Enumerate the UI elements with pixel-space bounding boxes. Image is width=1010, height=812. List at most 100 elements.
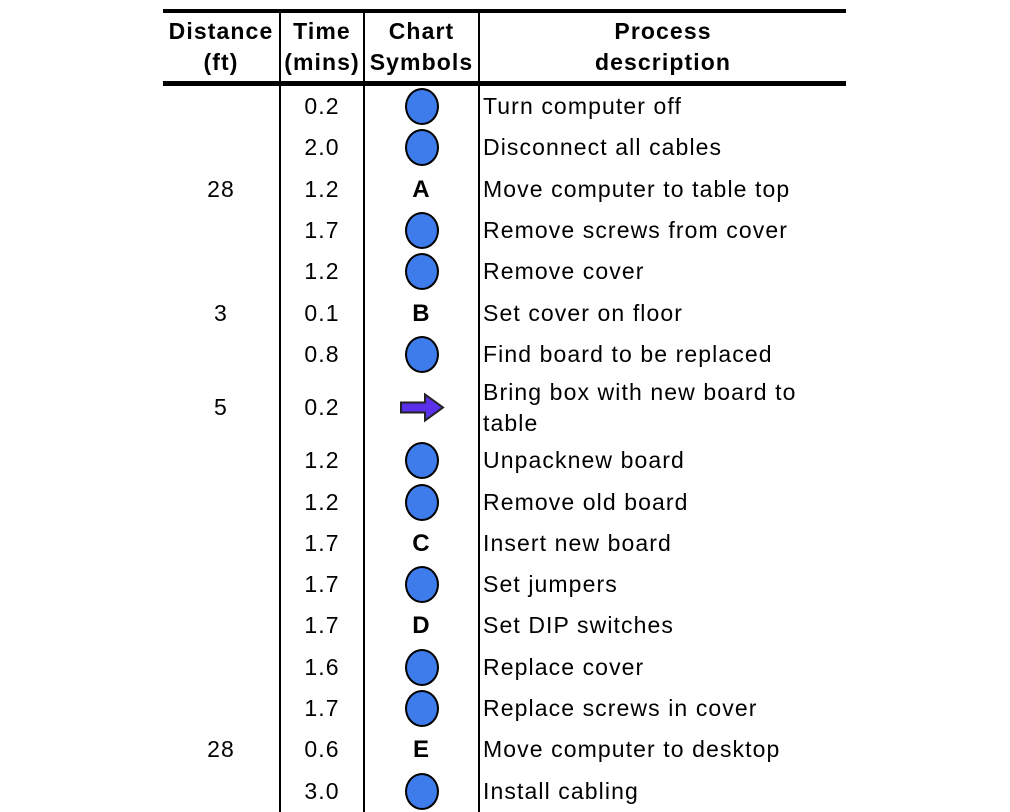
header-distance-line2: (ft) [203,49,239,75]
distance-cell [163,127,281,169]
symbol-letter: E [412,736,431,764]
description-cell: Turn computer off [483,93,682,120]
symbol-cell [365,563,480,606]
symbol-cell [365,333,480,376]
distance-cell [163,770,281,812]
table-row: 0.2 Turn computer off [163,86,846,128]
description-cell: Set jumpers [483,571,618,598]
header-process-description-line1: Process [614,18,712,44]
table-row: 1.7 Replace screws in cover [163,687,846,730]
header-process-description: Process description [480,13,846,81]
symbol-letter: D [412,612,431,640]
operation-circle-icon [404,88,439,126]
header-chart-symbols: Chart Symbols [365,13,480,81]
symbol-letter: A [412,175,431,203]
description-cell: Set DIP switches [483,612,675,639]
description-cell: Find board to be replaced [483,340,773,367]
distance-cell [163,209,281,252]
header-distance-line1: Distance [168,18,274,44]
operation-circle-icon [404,648,439,686]
flow-process-chart: Distance (ft) Time (mins) Chart Symbols … [163,9,846,812]
description-cell: Insert new board [483,529,672,556]
table-row: 28 1.2 A Move computer to table top [163,168,846,210]
description-cell: Move computer to table top [483,175,791,202]
time-cell: 1.2 [281,251,365,293]
time-cell: 1.2 [281,481,365,523]
distance-cell [163,522,281,564]
symbol-cell [365,481,480,523]
description-cell: Replace cover [483,653,645,680]
distance-cell [163,86,281,128]
time-cell: 1.7 [281,209,365,252]
description-cell: Remove cover [483,258,645,285]
symbol-cell [365,209,480,252]
table-row: 1.6 Replace cover [163,646,846,688]
table-row: 1.2 Unpacknew board [163,440,846,482]
time-cell: 1.6 [281,646,365,688]
description-cell: Move computer to desktop [483,736,781,763]
distance-cell [163,251,281,293]
operation-circle-icon [404,442,439,480]
table-row: 1.2 Remove old board [163,481,846,523]
time-cell: 1.7 [281,563,365,606]
description-cell: Remove old board [483,488,689,515]
distance-cell [163,563,281,606]
table-row: 1.7 C Insert new board [163,522,846,564]
description-cell: Disconnect all cables [483,134,723,161]
time-cell: 0.2 [281,86,365,128]
description-cell: Bring box with new board to table [483,378,797,436]
distance-cell [163,687,281,730]
table-header-row: Distance (ft) Time (mins) Chart Symbols … [163,9,846,86]
header-time-line2: (mins) [284,49,360,75]
description-cell: Unpacknew board [483,447,685,474]
symbol-letter: C [412,529,431,557]
header-chart-symbols-line1: Chart [388,18,455,44]
header-time-line1: Time [293,18,351,44]
distance-cell: 3 [163,292,281,334]
symbol-cell [365,646,480,688]
symbol-cell: A [365,168,480,210]
time-cell: 3.0 [281,770,365,812]
symbol-cell: B [365,292,480,334]
symbol-cell [365,440,480,482]
table-row: 1.7 Set jumpers [163,563,846,606]
time-cell: 1.2 [281,440,365,482]
symbol-cell [365,687,480,730]
process-chart-rows: 0.2 Turn computer off 2.0 Disconnect all… [163,86,846,812]
distance-cell: 28 [163,729,281,771]
operation-circle-icon [404,772,439,810]
symbol-cell [365,86,480,128]
transport-arrow-icon [399,392,445,423]
time-cell: 0.8 [281,333,365,376]
description-cell: Install cabling [483,777,639,804]
time-cell: 0.2 [281,375,365,441]
operation-circle-icon [404,690,439,727]
table-row: 28 0.6 E Move computer to desktop [163,729,846,771]
distance-cell [163,481,281,523]
symbol-cell [365,770,480,812]
time-cell: 1.2 [281,168,365,210]
table-row: 3 0.1 B Set cover on floor [163,292,846,334]
description-cell: Set cover on floor [483,299,684,326]
symbol-cell [365,251,480,293]
operation-circle-icon [404,566,439,604]
operation-circle-icon [404,335,439,373]
operation-circle-icon [404,129,439,167]
time-cell: 1.7 [281,522,365,564]
time-cell: 1.7 [281,605,365,647]
time-cell: 0.6 [281,729,365,771]
distance-cell: 5 [163,375,281,441]
table-row: 1.7 D Set DIP switches [163,605,846,647]
symbol-cell: D [365,605,480,647]
time-cell: 0.1 [281,292,365,334]
header-distance: Distance (ft) [163,13,281,81]
operation-circle-icon [404,212,439,250]
symbol-letter: B [412,299,431,327]
time-cell: 2.0 [281,127,365,169]
description-cell: Replace screws in cover [483,695,758,721]
table-row: 1.2 Remove cover [163,251,846,293]
table-row: 1.7 Remove screws from cover [163,209,846,252]
distance-cell: 28 [163,168,281,210]
distance-cell [163,605,281,647]
